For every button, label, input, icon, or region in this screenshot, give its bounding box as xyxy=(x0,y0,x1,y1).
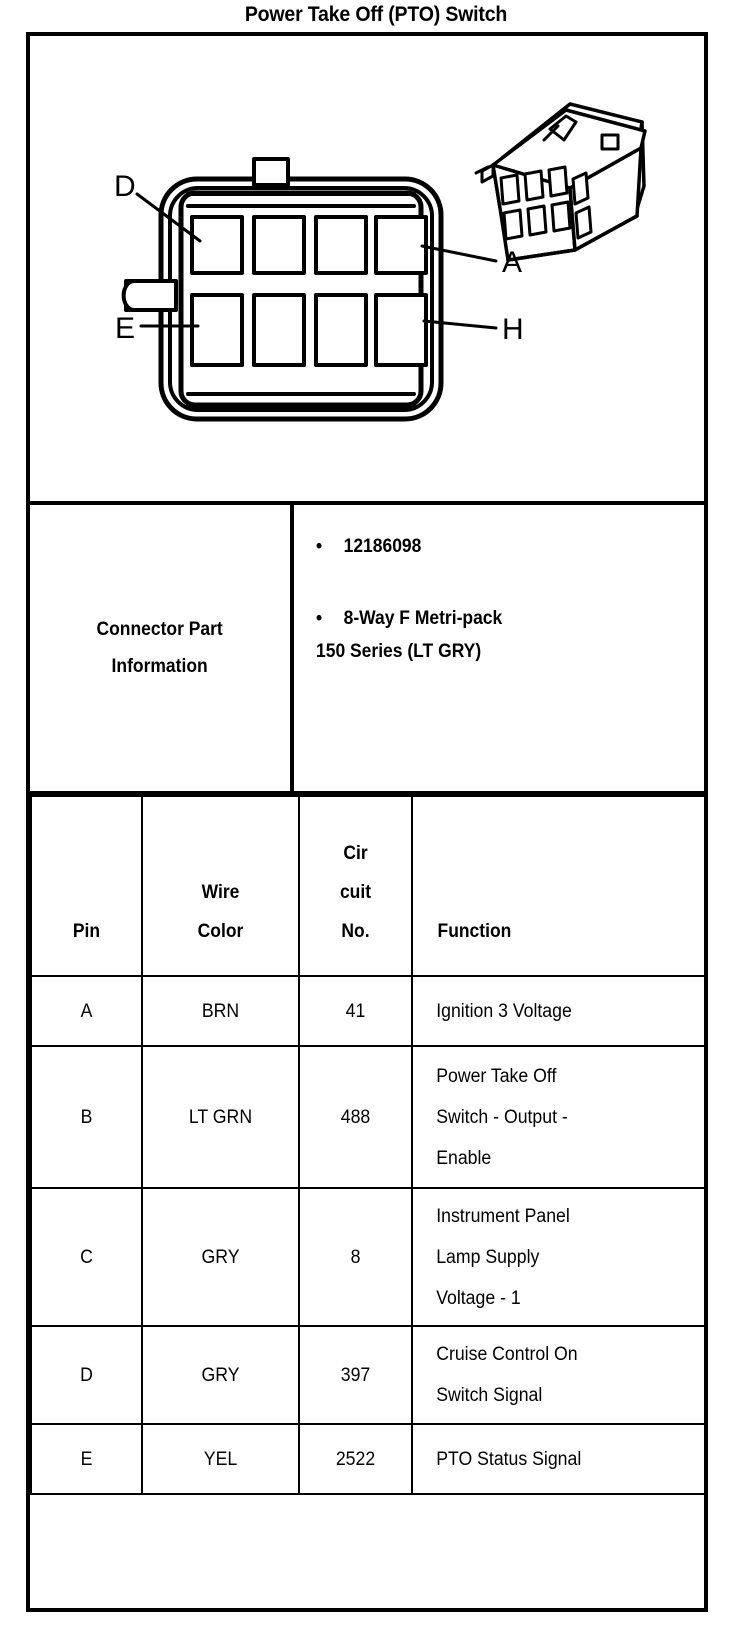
callout-leader-lines xyxy=(135,192,498,330)
wire-color-value: GRY xyxy=(201,1246,240,1268)
wire-color-value: GRY xyxy=(201,1364,240,1386)
connector-type-continuation: 150 Series (LT GRY) xyxy=(316,641,482,662)
wire-color-value: LT GRN xyxy=(188,1106,253,1128)
cell-function: PTO Status Signal xyxy=(411,1423,706,1495)
cell-circuit-no: 2522 xyxy=(298,1423,413,1495)
header-function-line1: Function xyxy=(437,921,512,942)
callout-label-a: A xyxy=(502,246,522,279)
connector-cavities xyxy=(190,215,428,367)
connector-part-information-value-cell: • 12186098 • 8-Way F Metri-pack 150 Series… xyxy=(294,505,704,791)
function-line: Switch - Output - xyxy=(436,1106,568,1128)
header-circuit-line2: cuit xyxy=(339,882,372,903)
bullet-dot-icon: • xyxy=(316,536,323,557)
cavity-h xyxy=(374,293,428,367)
callout-label-e: E xyxy=(115,312,135,345)
connector-part-information-label-cell: Connector Part Information xyxy=(30,505,294,791)
column-header-wire-color: Wire Color xyxy=(141,795,300,977)
function-line: Power Take Off xyxy=(436,1065,557,1087)
cell-function: Power Take Off Switch - Output - Enable xyxy=(411,1045,706,1189)
pin-value: A xyxy=(80,1000,93,1022)
table-row: A BRN 41 Ignition 3 Voltage xyxy=(30,975,706,1047)
connector-part-number-bullet: • 12186098 xyxy=(316,531,673,563)
cpi-label-line2: Information xyxy=(111,656,209,677)
connector-side-latch xyxy=(121,279,178,312)
bullet-dot-icon: • xyxy=(316,608,323,629)
circuit-no-value: 8 xyxy=(350,1246,361,1268)
table-row: C GRY 8 Instrument Panel Lamp Supply Vol… xyxy=(30,1187,706,1327)
cell-circuit-no: 8 xyxy=(298,1187,413,1327)
function-line: Lamp Supply xyxy=(436,1246,540,1268)
function-line: Voltage - 1 xyxy=(436,1287,521,1309)
pin-function-table: Pin Wire Color Cir cuit No. Function xyxy=(30,795,706,1495)
function-line: PTO Status Signal xyxy=(436,1448,582,1470)
circuit-no-value: 397 xyxy=(340,1364,371,1386)
connector-top-tab xyxy=(252,157,290,187)
wire-color-value: BRN xyxy=(201,1000,240,1022)
header-pin-line1: Pin xyxy=(72,921,101,942)
pin-value: C xyxy=(80,1246,93,1268)
column-header-pin: Pin xyxy=(30,795,143,977)
header-wire-color-line1: Wire xyxy=(201,882,240,903)
wire-color-value: YEL xyxy=(203,1448,238,1470)
connector-face-diagram: D E A H xyxy=(114,102,647,422)
table-header-row: Pin Wire Color Cir cuit No. Function xyxy=(30,795,706,977)
connector-isometric-view xyxy=(474,102,647,262)
connector-type: 8-Way F Metri-pack xyxy=(343,608,503,629)
cell-wire-color: YEL xyxy=(141,1423,300,1495)
connector-part-information-row: Connector Part Information • 12186098 • 8-… xyxy=(30,505,704,795)
cell-circuit-no: 397 xyxy=(298,1325,413,1425)
header-wire-color-line2: Color xyxy=(197,921,244,942)
pin-table-header: Pin Wire Color Cir cuit No. Function xyxy=(30,795,706,977)
cell-wire-color: BRN xyxy=(141,975,300,1047)
cell-circuit-no: 488 xyxy=(298,1045,413,1189)
cell-pin: A xyxy=(30,975,143,1047)
circuit-no-value: 41 xyxy=(345,1000,366,1022)
pin-value: B xyxy=(80,1106,93,1128)
circuit-no-value: 488 xyxy=(340,1106,371,1128)
function-line: Ignition 3 Voltage xyxy=(436,1000,572,1022)
cell-function: Ignition 3 Voltage xyxy=(411,975,706,1047)
cell-pin: B xyxy=(30,1045,143,1189)
cell-wire-color: LT GRN xyxy=(141,1045,300,1189)
connector-part-number: 12186098 xyxy=(343,536,422,557)
cell-wire-color: GRY xyxy=(141,1325,300,1425)
column-header-circuit-no: Cir cuit No. xyxy=(298,795,413,977)
cell-wire-color: GRY xyxy=(141,1187,300,1327)
cell-function: Instrument Panel Lamp Supply Voltage - 1 xyxy=(411,1187,706,1327)
function-line: Cruise Control On xyxy=(436,1344,578,1365)
table-row: B LT GRN 488 Power Take Off Switch - Out… xyxy=(30,1045,706,1189)
cavity-d xyxy=(190,215,244,275)
pin-value: E xyxy=(80,1448,93,1470)
function-line: Switch Signal xyxy=(436,1385,543,1406)
cpi-label-line1: Connector Part xyxy=(96,619,224,640)
cavity-e xyxy=(190,293,244,367)
function-line: Instrument Panel xyxy=(436,1205,570,1227)
table-row: D GRY 397 Cruise Control On Switch Signa… xyxy=(30,1325,706,1425)
connector-part-information-label: Connector Part Information xyxy=(97,611,223,685)
cell-circuit-no: 41 xyxy=(298,975,413,1047)
document-frame: D E A H Connector Part Information • 1218… xyxy=(26,32,708,1612)
cavity-f xyxy=(252,293,306,367)
function-line: Enable xyxy=(436,1147,492,1169)
cell-pin: D xyxy=(30,1325,143,1425)
header-circuit-line1: Cir xyxy=(343,843,368,864)
pin-table-body: A BRN 41 Ignition 3 Voltage B LT GRN 488… xyxy=(30,975,706,1495)
circuit-no-value: 2522 xyxy=(335,1448,376,1470)
connector-diagram-cell: D E A H xyxy=(30,36,704,505)
cavity-g xyxy=(314,293,368,367)
column-header-function: Function xyxy=(411,795,706,977)
pin-value: D xyxy=(80,1364,93,1386)
page-title: Power Take Off (PTO) Switch xyxy=(244,3,508,26)
cell-pin: C xyxy=(30,1187,143,1327)
cavity-a xyxy=(374,215,428,275)
table-row: E YEL 2522 PTO Status Signal xyxy=(30,1423,706,1495)
callout-label-d: D xyxy=(114,170,136,203)
callout-label-h: H xyxy=(502,313,524,346)
cell-function: Cruise Control On Switch Signal xyxy=(411,1325,706,1425)
cavity-c xyxy=(252,215,306,275)
connector-type-bullet: • 8-Way F Metri-pack xyxy=(316,603,673,635)
cell-pin: E xyxy=(30,1423,143,1495)
header-circuit-line3: No. xyxy=(341,921,370,942)
cavity-b xyxy=(314,215,368,275)
